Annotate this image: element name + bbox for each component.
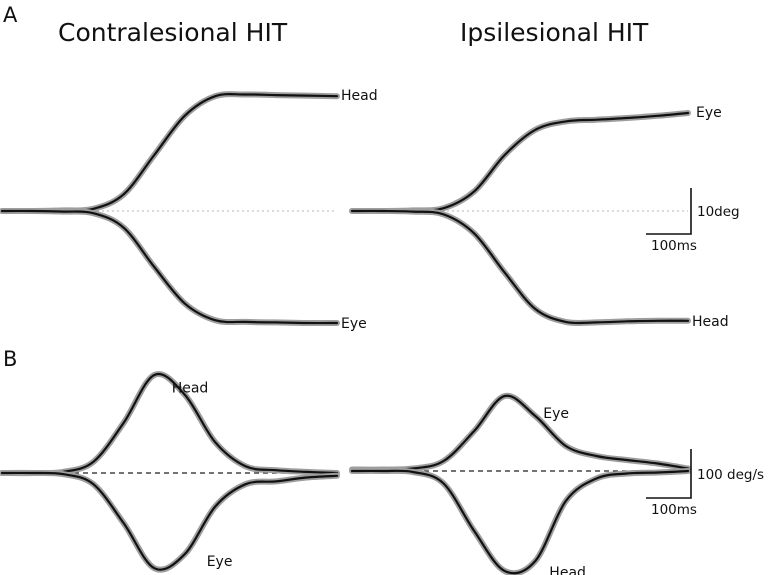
scalebar-a-x-label: 100ms: [651, 238, 697, 254]
series-band-head: [349, 467, 691, 575]
panel-a-letter: A: [3, 3, 18, 27]
scalebar-a-y-label: 10deg: [697, 204, 740, 220]
series-band-eye: [0, 207, 340, 327]
series-label-eye: Eye: [543, 406, 569, 422]
scalebar-a-lines: [646, 188, 692, 235]
series-band-eye: [349, 392, 691, 473]
series-label-head: Head: [549, 565, 586, 575]
series-label-head: Head: [341, 88, 378, 104]
scalebar-b: 100 deg/s 100ms: [646, 449, 764, 518]
series-label-head: Head: [692, 314, 729, 330]
series-line-eye: [0, 209, 339, 325]
series-label-head: Head: [172, 381, 209, 397]
series-band-eye: [0, 469, 340, 573]
col-left-title: Contralesional HIT: [58, 18, 288, 47]
scalebar-b-y-label: 100 deg/s: [697, 467, 764, 483]
series-line-eye: [0, 471, 339, 571]
scalebar-b-x-label: 100ms: [651, 502, 697, 518]
series-label-eye: Eye: [696, 105, 722, 121]
series-line-head: [350, 209, 690, 325]
panel-b-letter: B: [3, 347, 17, 371]
series-band-eye: [349, 110, 691, 215]
series-line-eye: [350, 111, 690, 213]
series-label-eye: Eye: [341, 316, 367, 332]
scalebar-b-lines: [646, 449, 692, 499]
scalebar-a: 10deg 100ms: [646, 188, 740, 254]
series-label-eye: Eye: [207, 554, 233, 570]
series-band-head: [0, 371, 340, 477]
series-band-head: [349, 207, 691, 327]
series-line-head: [0, 93, 339, 213]
series-line-head: [0, 372, 339, 475]
series-band-head: [0, 91, 340, 215]
col-right-title: Ipsilesional HIT: [460, 18, 649, 47]
series-line-head: [350, 469, 690, 575]
